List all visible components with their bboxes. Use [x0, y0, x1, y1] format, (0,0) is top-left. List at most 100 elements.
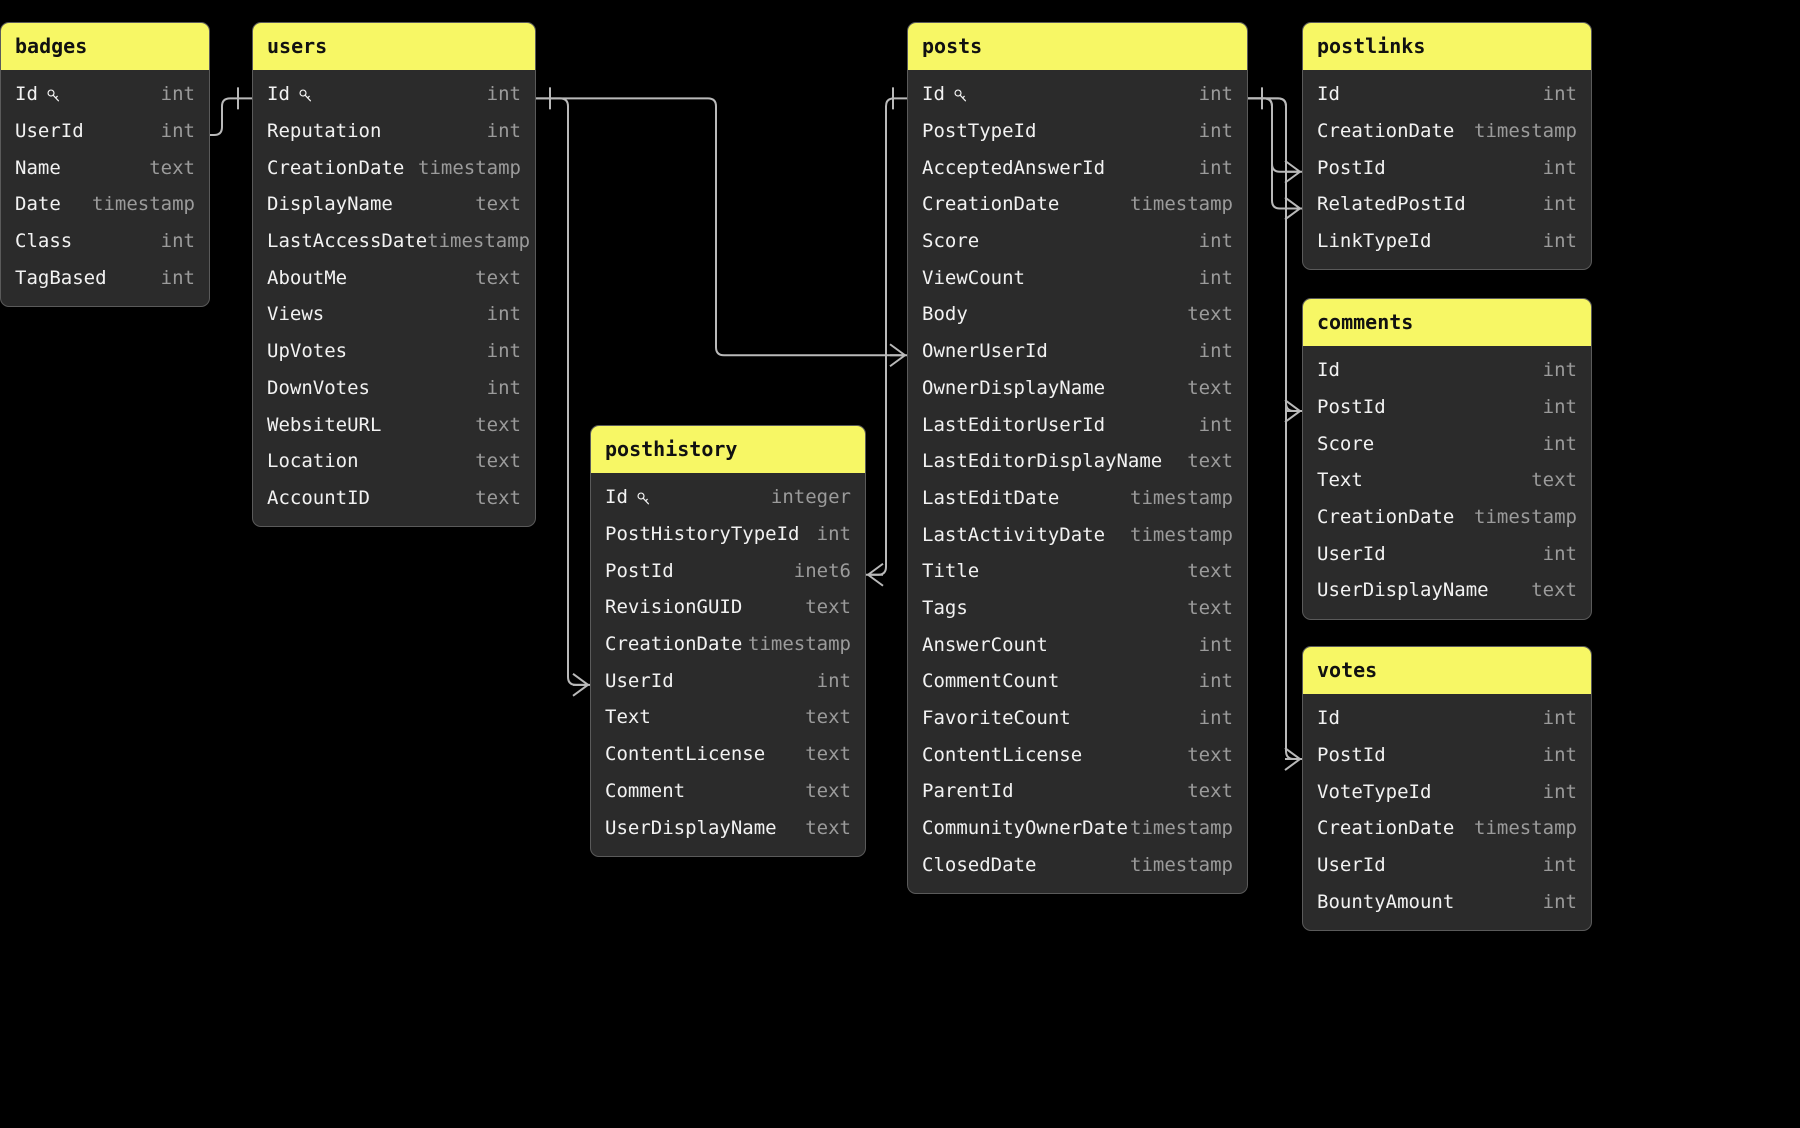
relationship-line [210, 97, 252, 137]
primary-key-icon [45, 87, 62, 104]
column-name: PostTypeId [922, 120, 1037, 143]
column-type: int [1198, 340, 1233, 363]
relationship-line [536, 97, 590, 686]
column-type: text [1187, 450, 1233, 473]
column-type: int [1198, 266, 1233, 289]
column-name: Score [922, 230, 980, 253]
column-name: Id [1317, 707, 1340, 730]
column-type: timestamp [1130, 817, 1233, 840]
column-name: RelatedPostId [1317, 193, 1466, 216]
column-type: int [486, 303, 521, 326]
column-name: PostId [1317, 396, 1386, 419]
column-type: timestamp [1130, 523, 1233, 546]
column-type: timestamp [1130, 193, 1233, 216]
column-type: text [805, 816, 851, 839]
column-name: Text [1317, 469, 1363, 492]
column-type: timestamp [748, 633, 851, 656]
column-type: text [805, 596, 851, 619]
column-name: Reputation [267, 120, 382, 143]
cardinality-many-marker [1284, 399, 1301, 423]
cardinality-many-marker [889, 343, 906, 368]
